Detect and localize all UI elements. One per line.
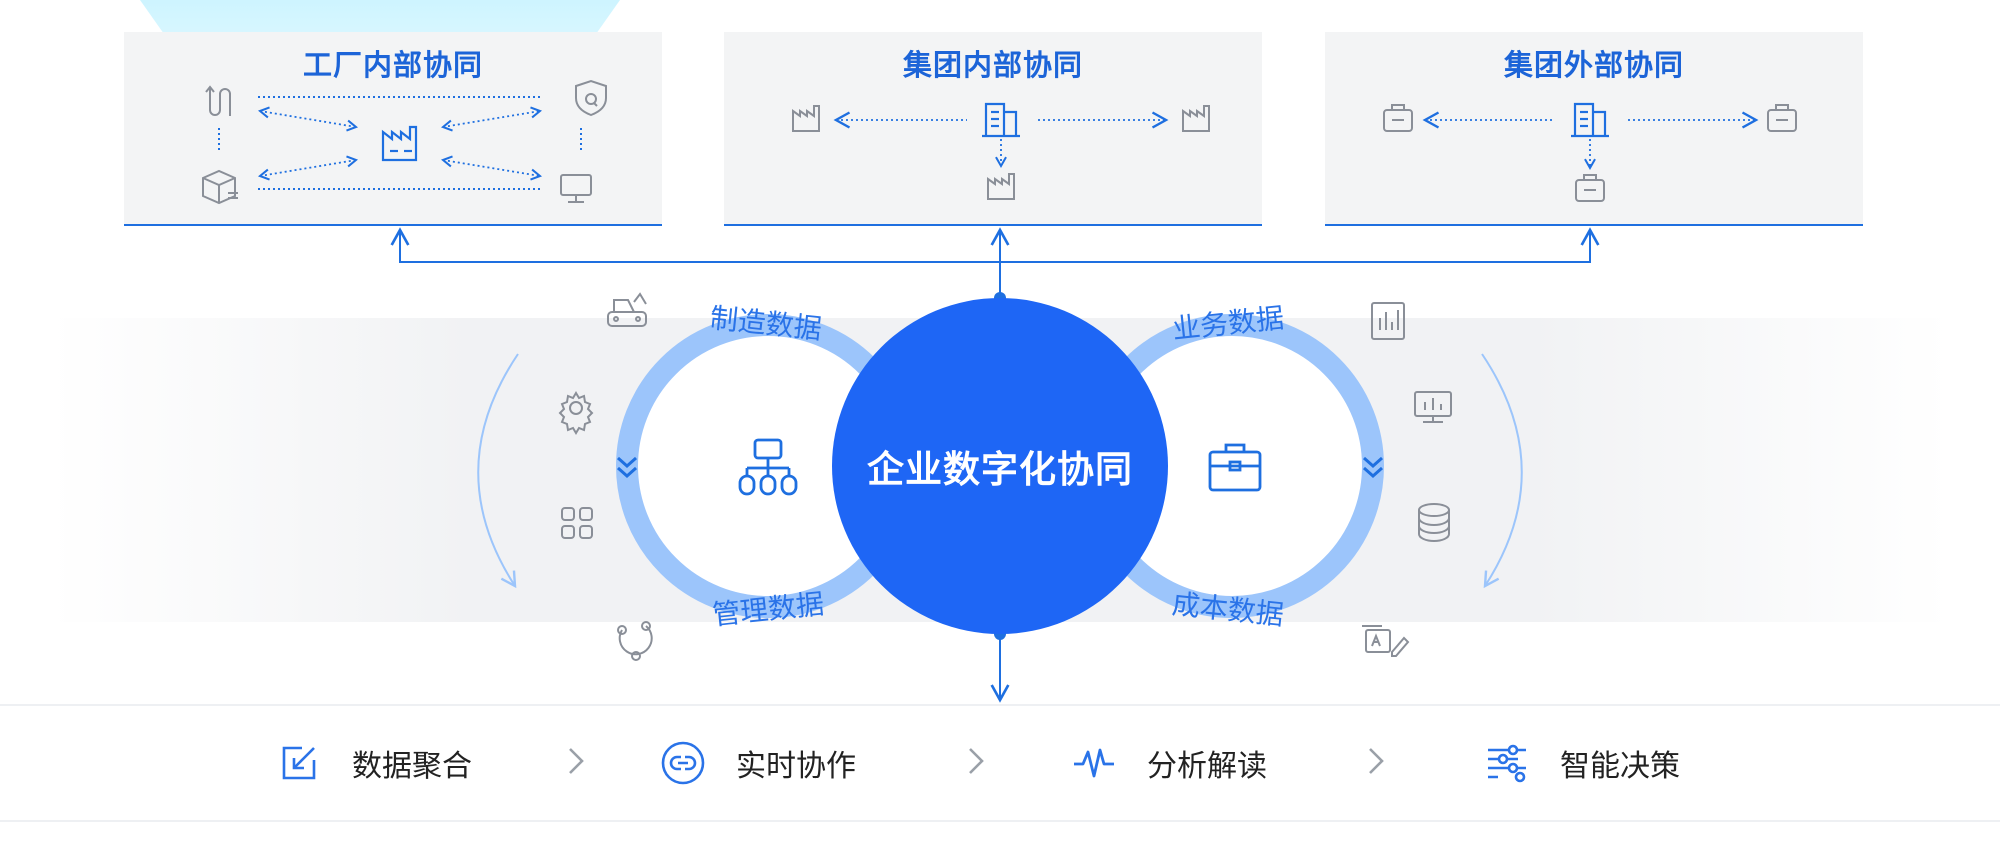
database-icon: [1418, 503, 1450, 543]
panel-title: 工厂内部协同: [302, 48, 483, 82]
group-external-network: [1422, 111, 1759, 171]
grid-apps-icon: [561, 507, 593, 539]
process-bar: 数据聚合 实时协作 分析解读 智能决策: [0, 704, 2000, 822]
factory-icon-right: [1182, 105, 1210, 132]
center-circle: 企业数字化协同: [832, 298, 1168, 634]
step-analysis: 分析解读: [1071, 706, 1267, 820]
factory-icon-bottom: [987, 173, 1015, 200]
cycle-nodes-icon: [617, 621, 653, 661]
flow-icon: [205, 85, 231, 116]
step-label: 实时协作: [736, 749, 856, 784]
group-internal-network: [833, 111, 1169, 169]
gear-icon: [558, 391, 594, 435]
chevron-down-icon: [617, 456, 637, 479]
chevron-right-icon: [969, 748, 984, 774]
step-label: 分析解读: [1147, 749, 1267, 784]
form-edit-icon: [1362, 625, 1410, 657]
upward-connector: [390, 227, 1600, 703]
factory-icon: [381, 125, 418, 162]
link-icon: [661, 741, 705, 785]
pulse-icon: [1074, 748, 1114, 778]
monitor-chart-icon: [1414, 391, 1452, 423]
center-title: 企业数字化协同: [867, 448, 1133, 491]
step-data-aggregation: 数据聚合: [276, 706, 472, 820]
monitor-icon: [560, 174, 592, 203]
office-building-icon: [1571, 102, 1609, 138]
quality-shield-icon: [575, 79, 607, 117]
panel-title: 集团外部协同: [1503, 48, 1684, 82]
chevron-down-icon: [1363, 456, 1383, 479]
step-label: 数据聚合: [352, 749, 472, 784]
briefcase-icon-right: [1767, 104, 1797, 132]
office-building-icon: [982, 102, 1020, 138]
step-label: 智能决策: [1560, 749, 1680, 784]
panel-group-internal: 集团内部协同: [724, 32, 1262, 226]
sliders-icon: [1488, 744, 1526, 783]
panel-factory-internal: 工厂内部协同: [124, 32, 662, 226]
report-icon: [1371, 302, 1405, 340]
org-chart-icon: [738, 438, 798, 496]
excavator-icon: [607, 292, 647, 327]
briefcase-icon-bottom: [1575, 174, 1605, 202]
step-intelligent-decision: 智能决策: [1484, 706, 1680, 820]
briefcase-icon: [1208, 443, 1262, 492]
chevron-right-icon: [569, 748, 584, 774]
briefcase-icon-left: [1383, 104, 1413, 132]
edit-box-icon: [282, 746, 316, 780]
left-cycle-arc: [477, 353, 519, 589]
factory-internal-network: [218, 96, 582, 190]
chevron-right-icon: [1369, 748, 1384, 774]
right-cycle-arc: [1481, 353, 1523, 589]
package-icon: [202, 169, 238, 205]
panel-title: 集团内部协同: [902, 48, 1083, 82]
factory-icon-left: [792, 105, 820, 132]
step-realtime-collaboration: 实时协作: [660, 706, 856, 820]
